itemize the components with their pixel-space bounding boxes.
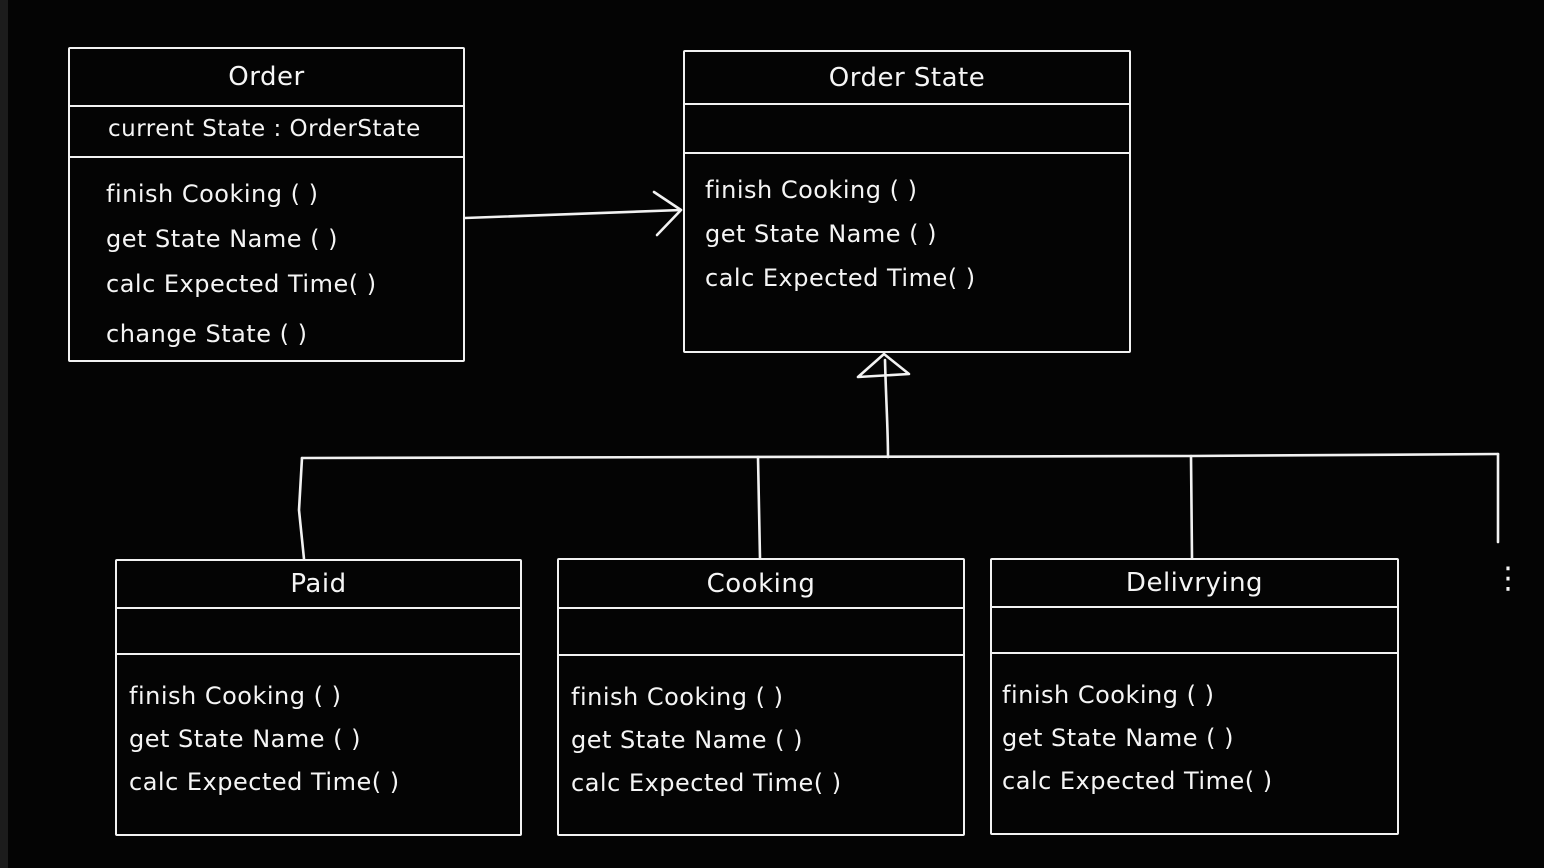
inheritance-stem: [883, 358, 890, 459]
method-line: calc Expected Time( ): [106, 270, 377, 298]
class-methods-compartment: finish Cooking ( ) get State Name ( ) ca…: [70, 158, 463, 360]
association-arrowhead-icon: [652, 190, 683, 237]
method-line: calc Expected Time( ): [129, 768, 400, 796]
method-line: finish Cooking ( ): [705, 176, 918, 204]
association-arrow[interactable]: [463, 190, 683, 237]
class-box-order-state[interactable]: Order State finish Cooking ( ) get State…: [683, 50, 1131, 353]
method-line: get State Name ( ): [1002, 724, 1234, 752]
inheritance-rail: [300, 452, 1500, 460]
class-attributes-compartment: [685, 105, 1129, 154]
method-line: change State ( ): [106, 320, 308, 348]
class-title: Delivrying: [992, 560, 1397, 608]
class-attributes-compartment: current State : OrderState: [70, 107, 463, 158]
method-line: calc Expected Time( ): [705, 264, 976, 292]
class-box-delivrying[interactable]: Delivrying finish Cooking ( ) get State …: [990, 558, 1399, 835]
inheritance-connector[interactable]: [297, 352, 1500, 561]
method-line: calc Expected Time( ): [571, 769, 842, 797]
method-line: finish Cooking ( ): [1002, 681, 1215, 709]
class-box-cooking[interactable]: Cooking finish Cooking ( ) get State Nam…: [557, 558, 965, 836]
class-methods-compartment: finish Cooking ( ) get State Name ( ) ca…: [992, 654, 1397, 833]
method-line: finish Cooking ( ): [129, 682, 342, 710]
method-line: get State Name ( ): [571, 726, 803, 754]
method-line: get State Name ( ): [106, 225, 338, 253]
branch-delivrying: [1189, 454, 1194, 560]
inheritance-triangle-icon: [856, 352, 911, 379]
class-title: Paid: [117, 561, 520, 609]
class-title: Cooking: [559, 560, 963, 609]
class-box-order[interactable]: Order current State : OrderState finish …: [68, 47, 465, 362]
class-title: Order State: [685, 52, 1129, 105]
branch-paid: [297, 456, 306, 561]
more-subclasses-ellipsis[interactable]: ⋮: [1493, 561, 1523, 596]
class-title: Order: [70, 49, 463, 107]
class-methods-compartment: finish Cooking ( ) get State Name ( ) ca…: [117, 655, 520, 834]
class-methods-compartment: finish Cooking ( ) get State Name ( ) ca…: [685, 154, 1129, 351]
class-box-paid[interactable]: Paid finish Cooking ( ) get State Name (…: [115, 559, 522, 836]
class-attributes-compartment: [559, 609, 963, 656]
class-methods-compartment: finish Cooking ( ) get State Name ( ) ca…: [559, 656, 963, 834]
method-line: get State Name ( ): [129, 725, 361, 753]
attribute-line: current State : OrderState: [108, 116, 421, 142]
branch-cooking: [756, 455, 762, 560]
method-line: calc Expected Time( ): [1002, 767, 1273, 795]
association-line: [463, 208, 683, 220]
window-edge: [0, 0, 8, 868]
class-attributes-compartment: [992, 608, 1397, 654]
method-line: finish Cooking ( ): [106, 180, 319, 208]
method-line: finish Cooking ( ): [571, 683, 784, 711]
class-attributes-compartment: [117, 609, 520, 655]
method-line: get State Name ( ): [705, 220, 937, 248]
